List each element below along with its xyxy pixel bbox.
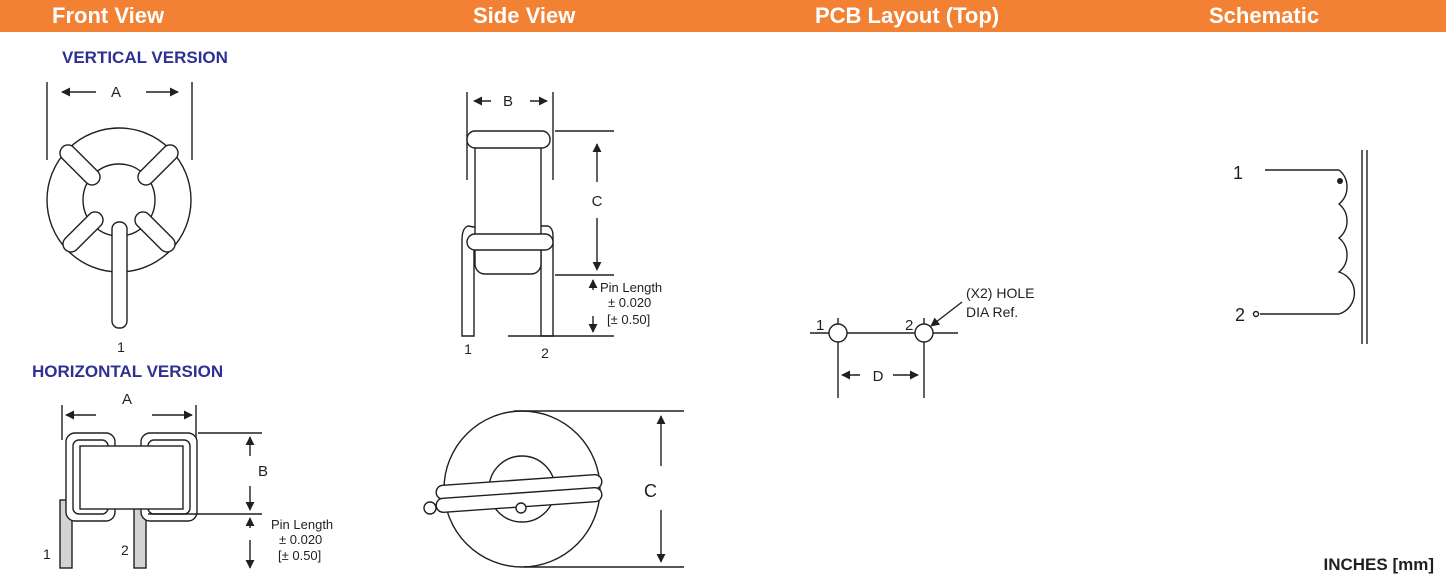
units-label: INCHES [mm] [1323, 555, 1434, 574]
header-bar: Front View Side View PCB Layout (Top) Sc… [0, 0, 1446, 32]
vertical-front-view [46, 82, 193, 329]
dim-b-vertical: B [503, 93, 513, 110]
dim-b-horizontal: B [258, 463, 268, 480]
pin-length-label-horizontal: Pin Length [271, 517, 333, 532]
polarity-dot [1337, 178, 1343, 184]
dim-a-horizontal: A [122, 391, 132, 408]
dim-d: D [873, 368, 884, 385]
pcb-pin-1: 1 [816, 317, 824, 334]
schematic-pin-2: 2 [1235, 305, 1245, 325]
pcb-hole-1 [828, 323, 848, 343]
pin-1-side: 1 [464, 341, 472, 357]
pcb-hole-2 [914, 323, 934, 343]
horizontal-version-label: HORIZONTAL VERSION [32, 362, 224, 381]
schematic-title: Schematic [1209, 3, 1320, 28]
vertical-version-label: VERTICAL VERSION [62, 48, 228, 67]
dim-c-horizontal: C [644, 481, 657, 501]
horizontal-side-view [423, 410, 684, 568]
pcb-pin-2: 2 [905, 317, 913, 334]
front-view-title: Front View [52, 3, 165, 28]
pin-length-tol-mm-vertical: [± 0.50] [607, 312, 650, 327]
pin-2-side: 2 [541, 345, 549, 361]
hole-label-line2: DIA Ref. [966, 304, 1018, 320]
lead-wire [111, 221, 128, 329]
vertical-side-view [461, 92, 614, 337]
pin-1-vertical-front: 1 [117, 339, 125, 355]
pin-length-tol-in-vertical: ± 0.020 [608, 295, 651, 310]
horizontal-front-view [59, 405, 262, 569]
hole-label-line1: (X2) HOLE [966, 285, 1034, 301]
side-view-title: Side View [473, 3, 576, 28]
schematic-diagram [1252, 150, 1368, 344]
pin-length-tol-in-horizontal: ± 0.020 [279, 532, 322, 547]
dim-a-vertical: A [111, 84, 121, 101]
pcb-layout-title: PCB Layout (Top) [815, 3, 1000, 28]
dim-c-vertical: C [592, 193, 603, 210]
core-body [474, 137, 542, 275]
pin-length-label-vertical: Pin Length [600, 280, 662, 295]
pin-2-horizontal: 2 [121, 542, 129, 558]
pcb-layout [810, 301, 963, 398]
pin-length-tol-mm-horizontal: [± 0.50] [278, 548, 321, 563]
horizontal-core-body [79, 445, 184, 510]
pin-1-horizontal: 1 [43, 546, 51, 562]
schematic-pin-1: 1 [1233, 163, 1243, 183]
